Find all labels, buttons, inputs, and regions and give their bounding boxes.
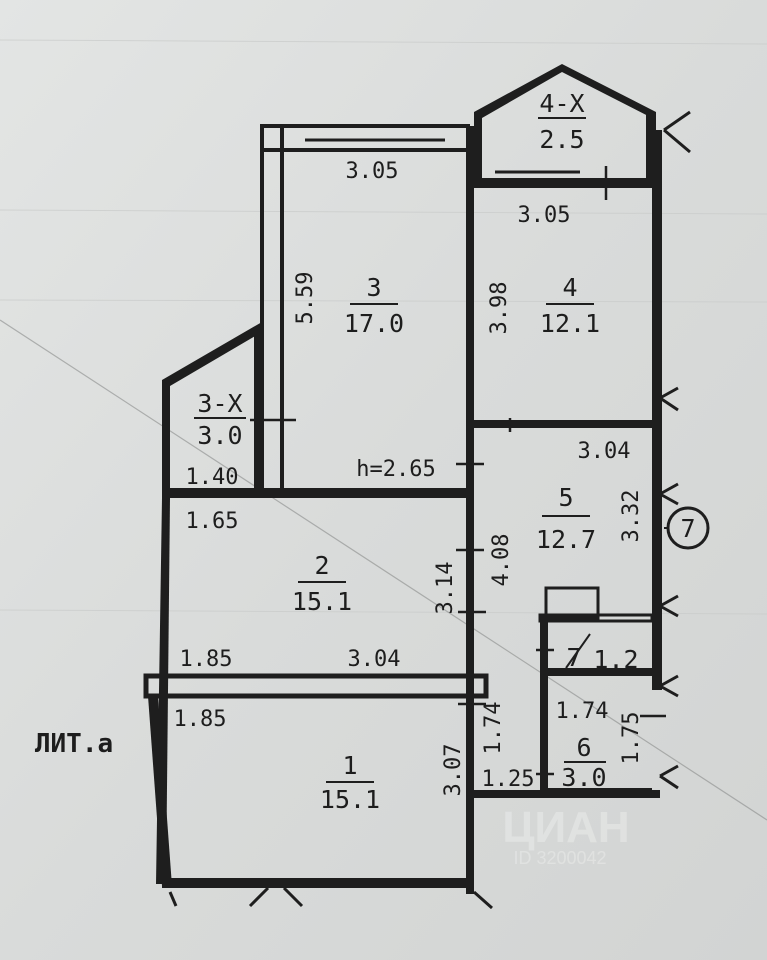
room-area: 1.2: [593, 645, 638, 674]
room-area: 2.5: [539, 125, 584, 154]
room-number: 2: [314, 551, 329, 580]
dim-room4-side: 3.98: [487, 282, 512, 335]
section-marker-number: 7: [680, 514, 695, 543]
liter-label: ЛИТ.а: [35, 729, 113, 759]
entry-markers: [168, 110, 691, 910]
room-number: 4: [562, 273, 577, 302]
dim-room3-top: 3.05: [346, 159, 399, 184]
room-area: 17.0: [344, 309, 404, 338]
dim-corridor-side: 1.74: [481, 702, 506, 755]
room-3-label: 3 17.0: [344, 273, 404, 338]
diagonal-fold-line: [0, 319, 767, 821]
dim-room1-top-left: 1.85: [174, 707, 227, 732]
dim-room3-side: 5.59: [293, 272, 318, 325]
door-ticks: [250, 166, 666, 776]
dim-room2-bottom-left: 1.85: [180, 647, 233, 672]
room-2-label: 2 15.1: [292, 551, 352, 616]
watermark-id: ID 3200042: [513, 848, 606, 868]
dim-room2-bottom-right: 3.04: [348, 647, 401, 672]
dim-room5-side-right: 3.32: [619, 490, 644, 543]
dim-room5-top: 3.04: [578, 439, 631, 464]
room-area: 12.7: [536, 525, 596, 554]
room-7-label: 7 1.2: [565, 633, 639, 674]
dim-room5-side-left: 4.08: [489, 534, 514, 587]
watermark: ЦИАН ID 3200042: [502, 803, 629, 868]
dim-corridor-bottom: 1.25: [482, 767, 535, 792]
room-4-label: 4 12.1: [540, 273, 600, 338]
room-number: 1: [342, 751, 357, 780]
dim-room6-side: 1.75: [619, 712, 644, 765]
room-area: 15.1: [320, 785, 380, 814]
room-area: 3.0: [197, 421, 242, 450]
room-1-label: 1 15.1: [320, 751, 380, 814]
dim-room6-top: 1.74: [556, 699, 609, 724]
room-4x-label: 4-Х 2.5: [538, 89, 586, 154]
walls: [143, 64, 662, 894]
room-area: 3.0: [561, 763, 606, 792]
dim-room1-side: 3.07: [441, 744, 466, 797]
dim-balcony3-width: 1.40: [186, 465, 239, 490]
scan-lines: [0, 39, 767, 615]
room-area: 12.1: [540, 309, 600, 338]
room-6-label: 6 3.0: [561, 733, 606, 792]
room-number: 3-Х: [197, 389, 242, 418]
room-area: 15.1: [292, 587, 352, 616]
dim-room2-side: 3.14: [433, 562, 458, 615]
dim-room4-top: 3.05: [518, 203, 571, 228]
room-number: 3: [366, 273, 381, 302]
room-number: 6: [576, 733, 591, 762]
ceiling-height: h=2.65: [356, 457, 435, 482]
room-number: 4-Х: [539, 89, 584, 118]
room-number: 5: [558, 483, 573, 512]
room-5-label: 5 12.7: [536, 483, 596, 554]
watermark-brand: ЦИАН: [502, 803, 629, 852]
dimensions: 3.05 5.59 3.05 3.98 h=2.65 1.40 1.65 3.1…: [174, 159, 644, 796]
dim-room2-top-left: 1.65: [186, 509, 239, 534]
room-3x-label: 3-Х 3.0: [194, 389, 246, 450]
